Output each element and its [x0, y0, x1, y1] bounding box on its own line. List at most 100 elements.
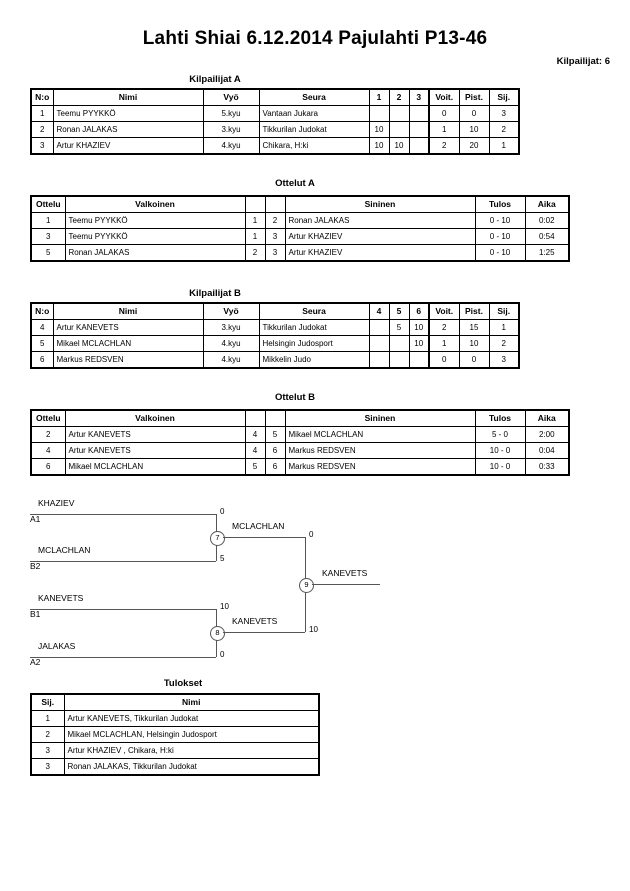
col-rank: Sij.: [488, 88, 520, 106]
bracket-entry-name: KHAZIEV: [38, 498, 75, 508]
table-row: 3 Ronan JALAKAS, Tikkurilan Judokat: [30, 758, 320, 776]
cell-match-no: 3: [30, 228, 66, 245]
cell-rank: 3: [488, 351, 520, 369]
cell-name: Artur KHAZIEV , Chikara, H:ki: [63, 742, 320, 759]
cell-wins: 1: [428, 335, 460, 352]
cell-no: 1: [30, 105, 54, 122]
cell-white: Artur KANEVETS: [64, 426, 246, 443]
cell-time: 0:33: [524, 458, 570, 476]
table-row: 1 Teemu PYYKKÖ 1 2 Ronan JALAKAS 0 - 10 …: [30, 212, 570, 229]
cell-club: Tikkurilan Judokat: [258, 121, 370, 138]
cell-points: 15: [458, 319, 490, 336]
col-blue-no: [264, 409, 286, 427]
cell-time: 0:04: [524, 442, 570, 459]
cell-white: Mikael MCLACHLAN: [64, 458, 246, 476]
bracket-entry-name: KANEVETS: [38, 593, 84, 603]
cell-points: 20: [458, 137, 490, 155]
bracket-entry-score: 5: [220, 554, 225, 563]
cell-vs-5: [388, 351, 410, 369]
cell-no: 2: [30, 121, 54, 138]
col-result: Tulos: [474, 195, 526, 213]
table-row: 1 Artur KANEVETS, Tikkurilan Judokat: [30, 710, 320, 727]
cell-white-no: 1: [244, 228, 266, 245]
cell-name: Teemu PYYKKÖ: [52, 105, 204, 122]
cell-rank: 3: [30, 758, 65, 776]
col-time: Aika: [524, 409, 570, 427]
cell-vs-4: [368, 335, 390, 352]
cell-white: Artur KANEVETS: [64, 442, 246, 459]
cell-belt: 4.kyu: [202, 351, 260, 369]
cell-name: Ronan JALAKAS, Tikkurilan Judokat: [63, 758, 320, 776]
bracket-node: 8: [210, 626, 225, 641]
bracket-entry-seed: A2: [30, 657, 41, 667]
cell-vs-2: [388, 105, 410, 122]
cell-wins: 2: [428, 319, 460, 336]
match-table-b: Ottelu Valkoinen Sininen Tulos Aika 2 Ar…: [30, 409, 570, 476]
cell-white-no: 4: [244, 442, 266, 459]
cell-white: Teemu PYYKKÖ: [64, 212, 246, 229]
cell-rank: 2: [488, 121, 520, 138]
cell-vs-2: 10: [388, 137, 410, 155]
cell-points: 0: [458, 351, 490, 369]
cell-points: 0: [458, 105, 490, 122]
table-row: 3 Artur KHAZIEV , Chikara, H:ki: [30, 742, 320, 759]
cell-match-no: 6: [30, 458, 66, 476]
bracket-line: [223, 632, 305, 633]
cell-blue: Markus REDSVEN: [284, 442, 476, 459]
col-white: Valkoinen: [64, 409, 246, 427]
cell-name: Artur KANEVETS, Tikkurilan Judokat: [63, 710, 320, 727]
table-row: 2 Mikael MCLACHLAN, Helsingin Judosport: [30, 726, 320, 743]
col-wins: Voit.: [428, 88, 460, 106]
pool-table-a: N:o Nimi Vyö Seura 1 2 3 Voit. Pist. Sij…: [30, 88, 520, 155]
cell-rank: 3: [488, 105, 520, 122]
cell-time: 1:25: [524, 244, 570, 262]
bracket-entry-seed: B1: [30, 609, 41, 619]
cell-club: Vantaan Jukara: [258, 105, 370, 122]
cell-white-no: 1: [244, 212, 266, 229]
cell-time: 2:00: [524, 426, 570, 443]
col-name: Nimi: [52, 302, 204, 320]
col-match-no: Ottelu: [30, 409, 66, 427]
bracket-entry-name: MCLACHLAN: [38, 545, 91, 555]
col-time: Aika: [524, 195, 570, 213]
cell-result: 5 - 0: [474, 426, 526, 443]
cell-blue: Artur KHAZIEV: [284, 244, 476, 262]
cell-blue-no: 6: [264, 442, 286, 459]
cell-name: Ronan JALAKAS: [52, 121, 204, 138]
table-row: 2 Ronan JALAKAS 3.kyu Tikkurilan Judokat…: [30, 121, 520, 138]
cell-vs-4: [368, 351, 390, 369]
cell-result: 10 - 0: [474, 442, 526, 459]
cell-no: 6: [30, 351, 54, 369]
matches-b-header-row: Ottelu Valkoinen Sininen Tulos Aika: [30, 409, 570, 427]
col-blue: Sininen: [284, 195, 476, 213]
bracket-node-winner: MCLACHLAN: [232, 521, 285, 531]
bracket-line: [30, 657, 216, 658]
cell-result: 10 - 0: [474, 458, 526, 476]
cell-match-no: 2: [30, 426, 66, 443]
col-vs-3: 3: [408, 88, 430, 106]
cell-blue: Artur KHAZIEV: [284, 228, 476, 245]
cell-match-no: 5: [30, 244, 66, 262]
table-row: 2 Artur KANEVETS 4 5 Mikael MCLACHLAN 5 …: [30, 426, 570, 443]
pool-a-header-row: N:o Nimi Vyö Seura 1 2 3 Voit. Pist. Sij…: [30, 88, 520, 106]
cell-match-no: 4: [30, 442, 66, 459]
cell-rank: 1: [488, 319, 520, 336]
col-white-no: [244, 195, 266, 213]
cell-club: Chikara, H:ki: [258, 137, 370, 155]
cell-vs-2: [388, 121, 410, 138]
col-blue: Sininen: [284, 409, 476, 427]
match-table-a: Ottelu Valkoinen Sininen Tulos Aika 1 Te…: [30, 195, 570, 262]
bracket-line: [312, 584, 380, 585]
col-match-no: Ottelu: [30, 195, 66, 213]
cell-vs-5: 5: [388, 319, 410, 336]
cell-vs-1: 10: [368, 137, 390, 155]
entrant-count: Kilpailijat: 6: [556, 56, 610, 67]
col-points: Pist.: [458, 302, 490, 320]
cell-vs-4: [368, 319, 390, 336]
cell-wins: 0: [428, 351, 460, 369]
cell-white: Ronan JALAKAS: [64, 244, 246, 262]
col-name: Nimi: [52, 88, 204, 106]
cell-rank: 1: [488, 137, 520, 155]
table-row: 5 Mikael MCLACHLAN 4.kyu Helsingin Judos…: [30, 335, 520, 352]
bracket-entry-seed: A1: [30, 514, 41, 524]
